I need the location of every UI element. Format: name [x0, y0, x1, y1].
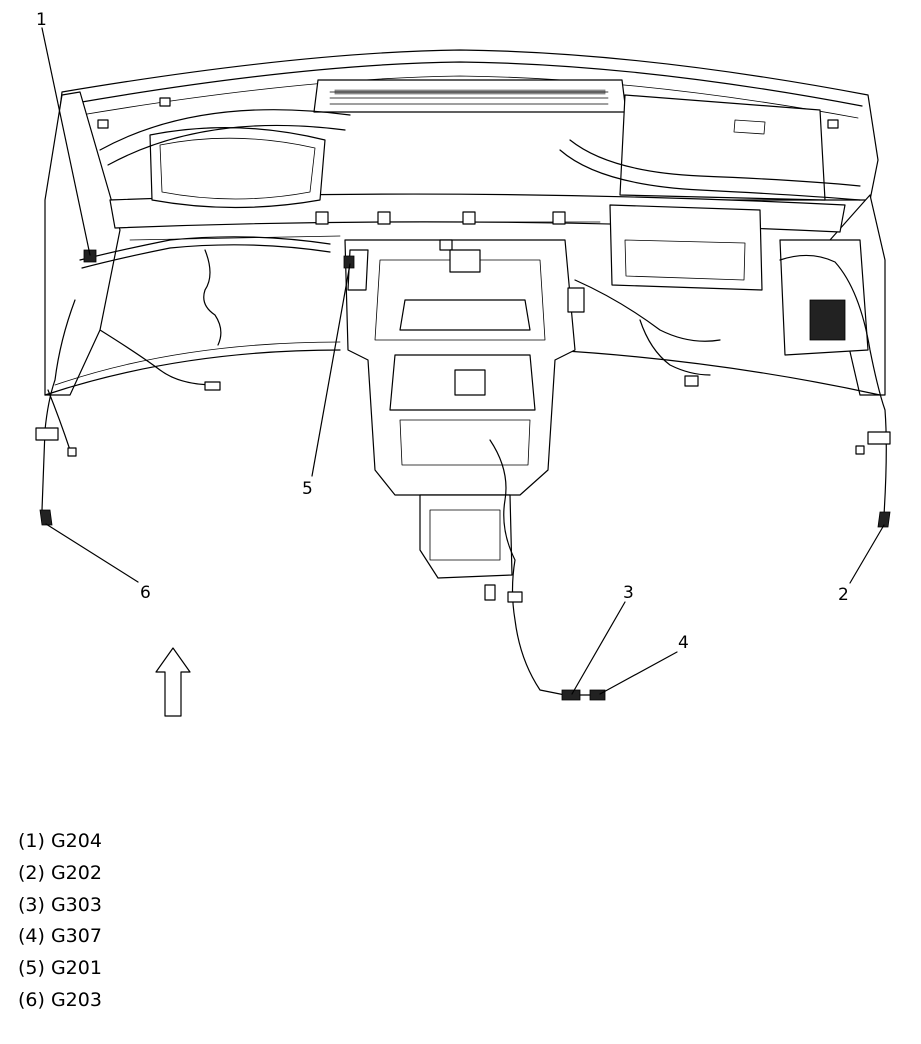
legend-item-g201: (5) G201: [18, 957, 102, 980]
callout-4: 4: [678, 633, 689, 653]
callout-6: 6: [140, 583, 151, 603]
leader-lines: [41, 27, 885, 695]
ground-g202-eyelet: [877, 511, 891, 528]
callout-1: 1: [36, 10, 47, 30]
leader-line-6: [45, 523, 139, 583]
leader-line-4: [599, 651, 678, 695]
legend-item-g203: (6) G203: [18, 988, 102, 1011]
legend-item-g202: (2) G202: [18, 861, 102, 884]
ground-g201-eyelet: [343, 255, 355, 269]
ground-g204-eyelet: [83, 249, 97, 263]
leader-line-3: [571, 601, 626, 695]
defroster-grille: [329, 89, 609, 105]
ground-g303-eyelet: [561, 689, 581, 701]
up-arrow-icon: [155, 647, 191, 717]
legend-item-g303: (3) G303: [18, 893, 102, 916]
callout-5: 5: [302, 479, 313, 499]
legend-item-g204: (1) G204: [18, 830, 102, 852]
callout-legend: (1) G204 (2) G202 (3) G303 (4) G307 (5) …: [18, 826, 102, 1017]
leader-line-1: [41, 27, 91, 256]
leader-line-5: [311, 263, 351, 477]
instrument-panel-frame: [44, 49, 886, 579]
legend-item-g307: (4) G307: [18, 925, 102, 948]
ground-g307-eyelet: [579, 689, 606, 701]
callout-3: 3: [623, 583, 634, 603]
ground-g203-eyelet: [39, 509, 53, 526]
wiring-harness: [35, 236, 891, 696]
instrument-panel-harness-diagram: 1 2 3 4 5 6: [35, 10, 891, 717]
leader-line-2: [849, 524, 885, 584]
callout-2: 2: [838, 585, 849, 605]
